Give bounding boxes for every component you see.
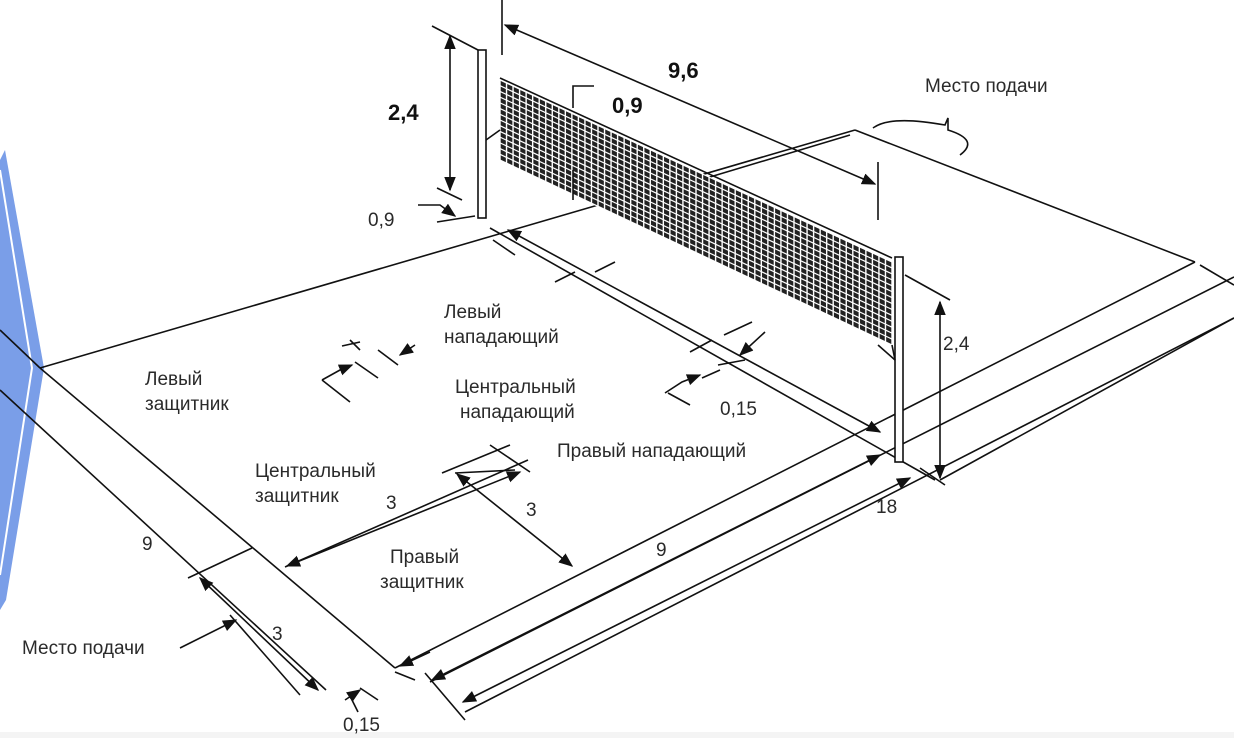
position-right-attacker: Правый нападающий [557,441,746,462]
position-center-attacker-line1: Центральный [455,377,576,398]
line-width-marker-left [321,339,416,403]
position-center-defender-line2: защитник [255,486,339,507]
net-length-dimension: 9,6 [501,0,879,220]
net-mesh-horizontal [499,136,893,322]
serve-zone-bottom: 3 9 Место подачи 0,15 [22,534,380,736]
left-net-height-label: 2,4 [388,100,419,125]
line-width-back-label: 0,15 [343,715,380,736]
line-width-front-dimension: 0,15 [664,321,766,420]
net-post-right [894,256,904,463]
position-left-attacker-line1: Левый [444,302,501,323]
net-mesh-horizontal [499,113,893,299]
decorative-chevron-shape [0,150,44,610]
line-width-front-label: 0,15 [720,399,757,420]
position-right-defender-line1: Правый [390,547,459,568]
serve-zone-top-label: Место подачи [925,76,1048,97]
mesh-height-dimension: 0,9 [572,85,643,200]
player-positions: Левый нападающий Центральный нападающий … [145,302,746,593]
bottom-strip [0,732,1234,738]
position-left-defender-line2: защитник [145,394,229,415]
net-mesh-horizontal [499,125,893,310]
attack-zone-3b-label: 3 [526,500,537,521]
attack-zone-3a-label: 3 [386,493,397,514]
court-width-9-label: 9 [142,534,153,555]
net [477,49,904,463]
attack-zone-depth-dimension [492,229,882,433]
net-length-label: 9,6 [668,58,699,83]
net-mesh-horizontal [499,130,893,316]
mesh-height-label: 0,9 [612,93,643,118]
far-end-line-right [854,129,1196,263]
court-length-18-label: 18 [876,497,897,518]
half-length-9-label: 9 [656,540,667,561]
serve-zone-top: Место подачи [872,76,1048,156]
serve-depth-3-label: 3 [272,624,283,645]
near-end-line-left [39,367,396,669]
left-net-height-dimension: 2,4 0,9 [368,25,479,231]
position-center-attacker-line2: нападающий [460,402,575,423]
court-length-dimensions: 9 18 [394,454,912,721]
post-offset-label: 0,9 [368,210,394,231]
position-left-defender-line1: Левый [145,369,202,390]
position-center-defender-line1: Центральный [255,461,376,482]
right-net-height-label: 2,4 [943,334,970,355]
right-net-height-dimension: 2,4 [904,274,970,486]
position-left-attacker-line2: нападающий [444,327,559,348]
net-post-left [477,49,487,219]
net-mesh-horizontal [499,119,893,305]
position-right-defender-line2: защитник [380,572,464,593]
serve-zone-bottom-label: Место подачи [22,638,145,659]
